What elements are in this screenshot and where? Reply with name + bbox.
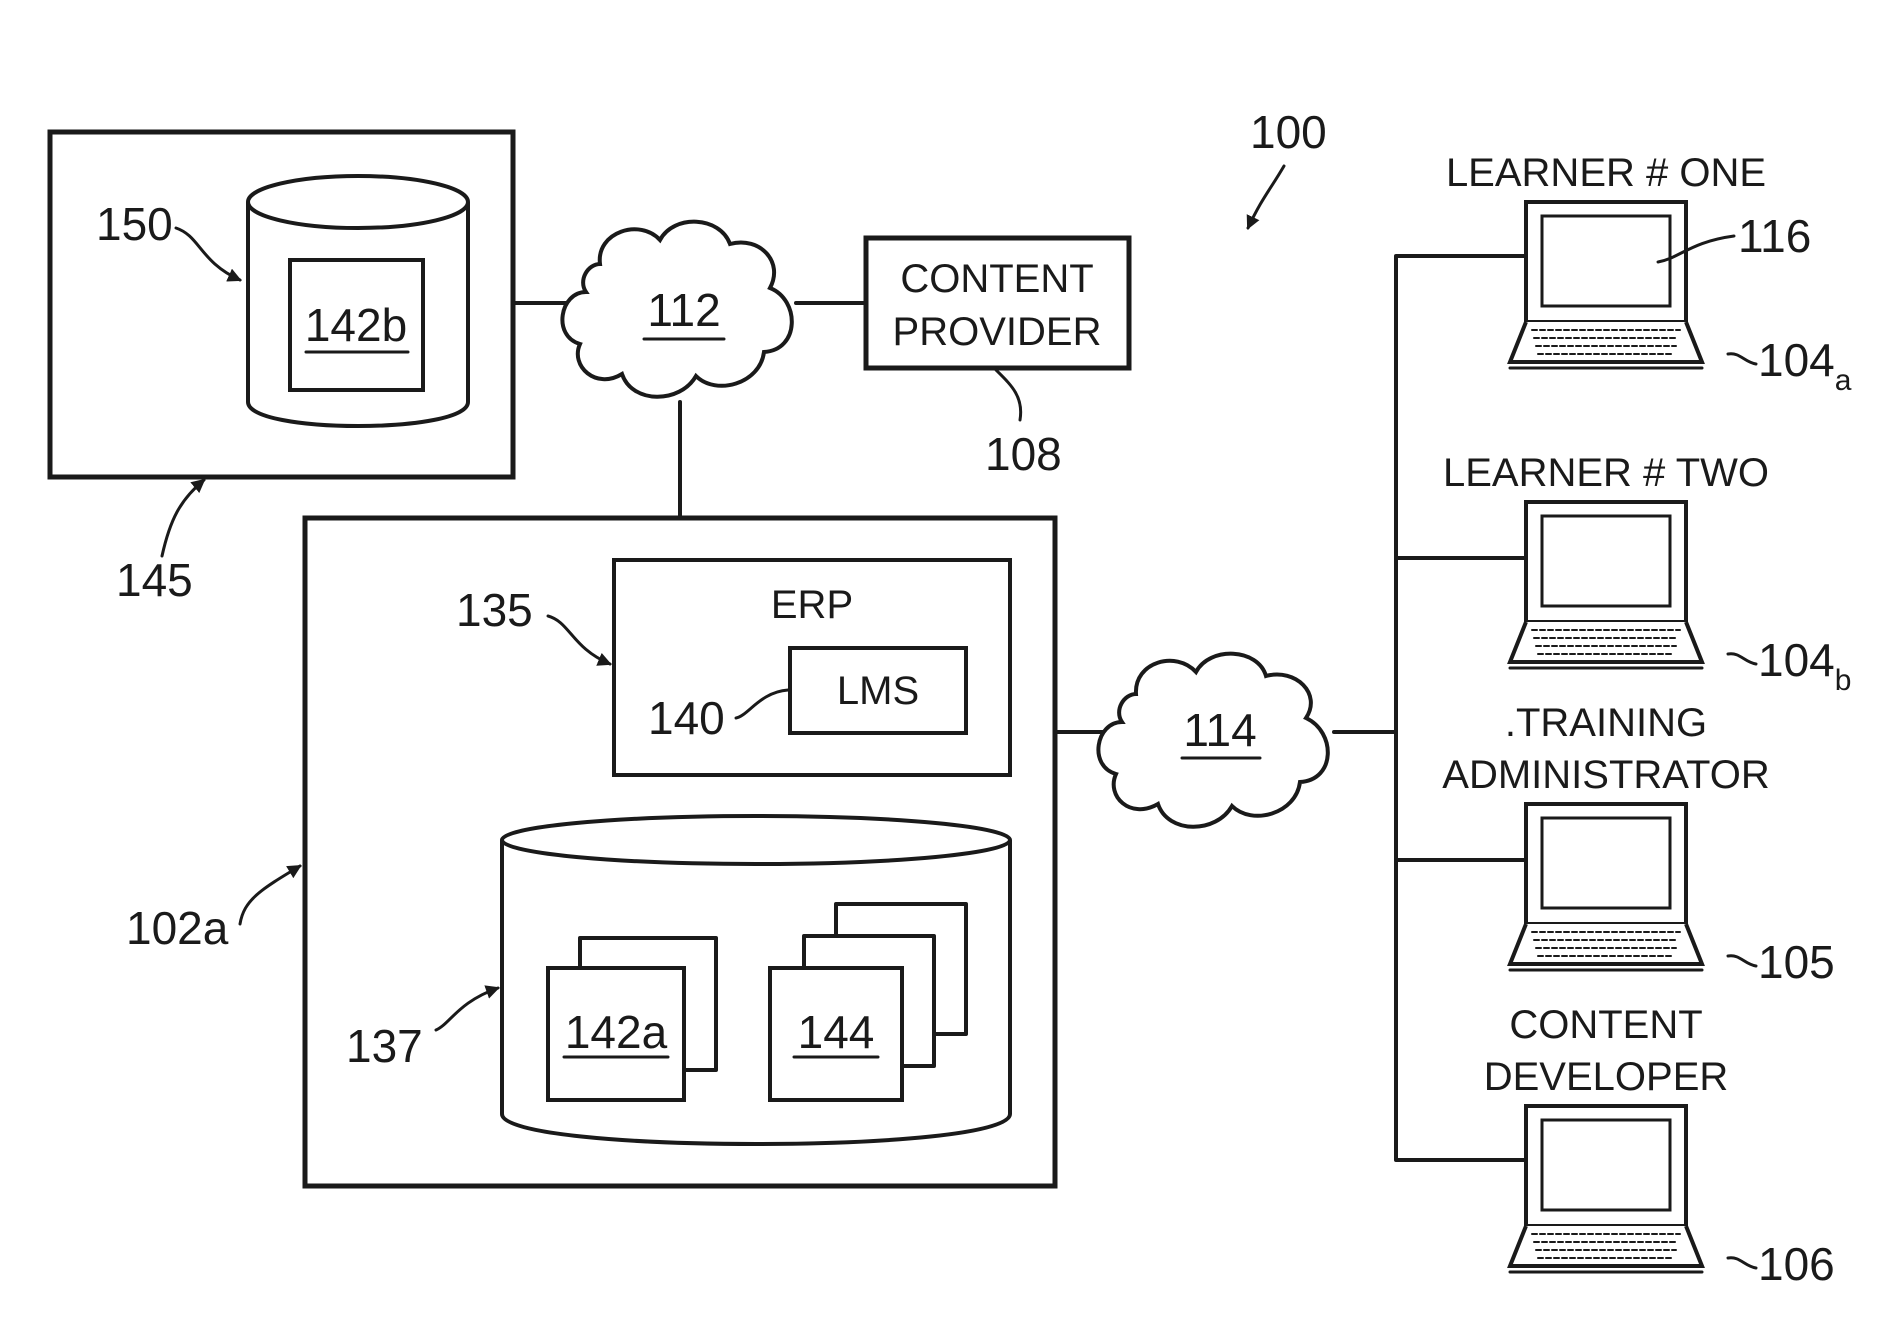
client-ref: 106	[1758, 1238, 1835, 1290]
client-learner-two: LEARNER # TWO 104b	[1443, 451, 1851, 697]
client-learner-one: LEARNER # ONE 104a 116	[1446, 151, 1852, 397]
client-label-line2: DEVELOPER	[1484, 1055, 1729, 1099]
laptop-screen	[1542, 516, 1670, 606]
lms-label: LMS	[837, 669, 919, 713]
laptop-screen	[1542, 216, 1670, 306]
document-144-label: 144	[798, 1006, 875, 1058]
storage-145-arrow	[162, 480, 204, 556]
storage-145-ref: 145	[116, 554, 193, 606]
client-ref-leader	[1728, 654, 1756, 664]
screen-116-ref: 116	[1738, 210, 1811, 262]
erp-135-ref: 135	[456, 584, 533, 636]
repository-137-ref: 137	[346, 1020, 423, 1072]
laptop-base	[1510, 1226, 1702, 1266]
content-provider-line1: CONTENT	[900, 257, 1093, 301]
laptop-icon	[1510, 804, 1702, 970]
client-ref: 105	[1758, 936, 1835, 988]
client-ref-leader	[1728, 956, 1756, 966]
client-label-line1: LEARNER # TWO	[1443, 451, 1769, 495]
client-ref-leader	[1728, 1258, 1756, 1268]
database-150-ref: 150	[96, 198, 173, 250]
erp-title: ERP	[771, 583, 853, 627]
laptop-icon	[1510, 502, 1702, 668]
figure-ref-arrow	[1248, 166, 1284, 228]
client-content-developer: CONTENT DEVELOPER 106	[1484, 1003, 1835, 1290]
laptop-base	[1510, 924, 1702, 964]
content-provider-ref: 108	[985, 428, 1062, 480]
content-provider-line2: PROVIDER	[893, 310, 1102, 354]
laptop-screen	[1542, 818, 1670, 908]
network-112-label: 112	[647, 284, 720, 336]
client-label-line2: ADMINISTRATOR	[1442, 753, 1769, 797]
document-142b-label: 142b	[305, 299, 407, 351]
server-102a-arrow	[240, 866, 300, 924]
lms-140-ref: 140	[648, 692, 725, 744]
client-training-administrator: .TRAINING ADMINISTRATOR 105	[1442, 701, 1834, 988]
client-ref-leader	[1728, 354, 1756, 364]
client-ref: 104b	[1758, 634, 1851, 697]
laptop-base	[1510, 322, 1702, 362]
laptop-icon	[1510, 1106, 1702, 1272]
figure-ref-label: 100	[1250, 106, 1327, 158]
client-label-line1: .TRAINING	[1505, 701, 1707, 745]
client-ref: 104a	[1758, 334, 1852, 397]
document-142a-label: 142a	[565, 1006, 668, 1058]
laptop-screen	[1542, 1120, 1670, 1210]
client-label-line1: LEARNER # ONE	[1446, 151, 1766, 195]
server-102a-ref: 102a	[126, 902, 229, 954]
laptop-icon	[1510, 202, 1702, 368]
laptop-base	[1510, 622, 1702, 662]
network-114-label: 114	[1183, 704, 1256, 756]
client-label-line1: CONTENT	[1509, 1003, 1702, 1047]
content-provider-ref-leader	[996, 370, 1021, 420]
